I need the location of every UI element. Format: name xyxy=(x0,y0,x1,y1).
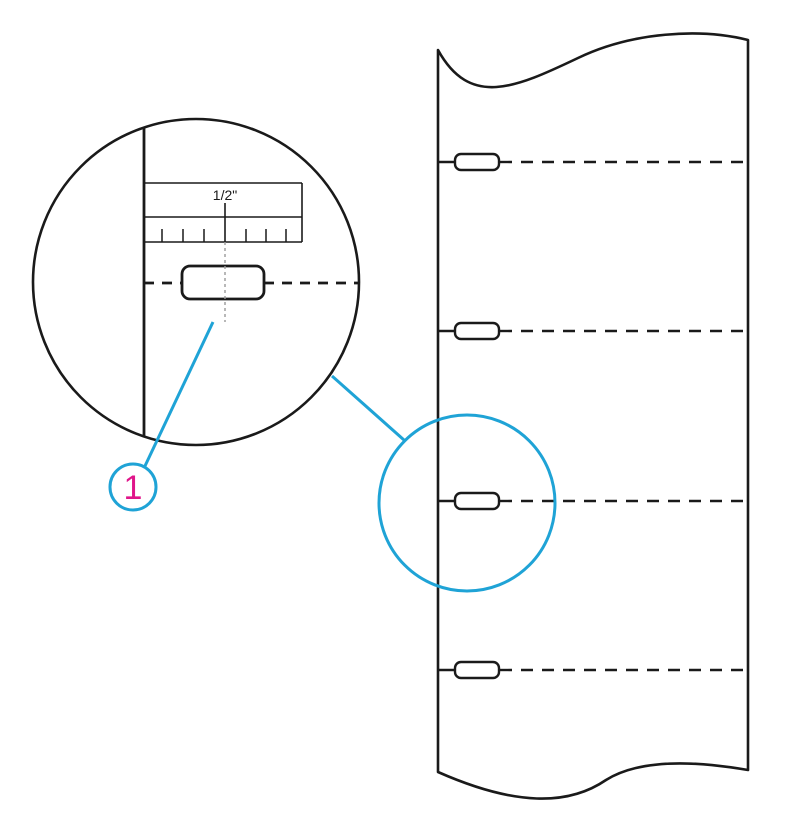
magnifier xyxy=(31,117,361,447)
magnified-perforation-slot xyxy=(180,264,266,301)
perforation-slot xyxy=(453,152,501,172)
callout-1: 1 xyxy=(108,321,215,512)
magnifier-connector-line xyxy=(331,374,405,442)
ruler xyxy=(144,182,303,243)
ruler-label: 1/2" xyxy=(213,187,237,203)
perforation-row xyxy=(438,321,748,341)
perforation-slot xyxy=(453,660,501,680)
highlight-circle xyxy=(377,413,557,593)
perforation-row xyxy=(438,152,748,172)
label-strip xyxy=(436,32,750,800)
label-strip-outline xyxy=(436,32,750,800)
callout-number: 1 xyxy=(124,469,143,507)
perforation-row xyxy=(438,660,748,680)
ruler-ticks xyxy=(161,229,287,242)
callout-circle xyxy=(108,462,158,512)
perforation-row xyxy=(438,491,748,511)
perforation-slot xyxy=(453,491,501,511)
callout-leader-line xyxy=(143,321,215,467)
perforation-slot xyxy=(453,321,501,341)
